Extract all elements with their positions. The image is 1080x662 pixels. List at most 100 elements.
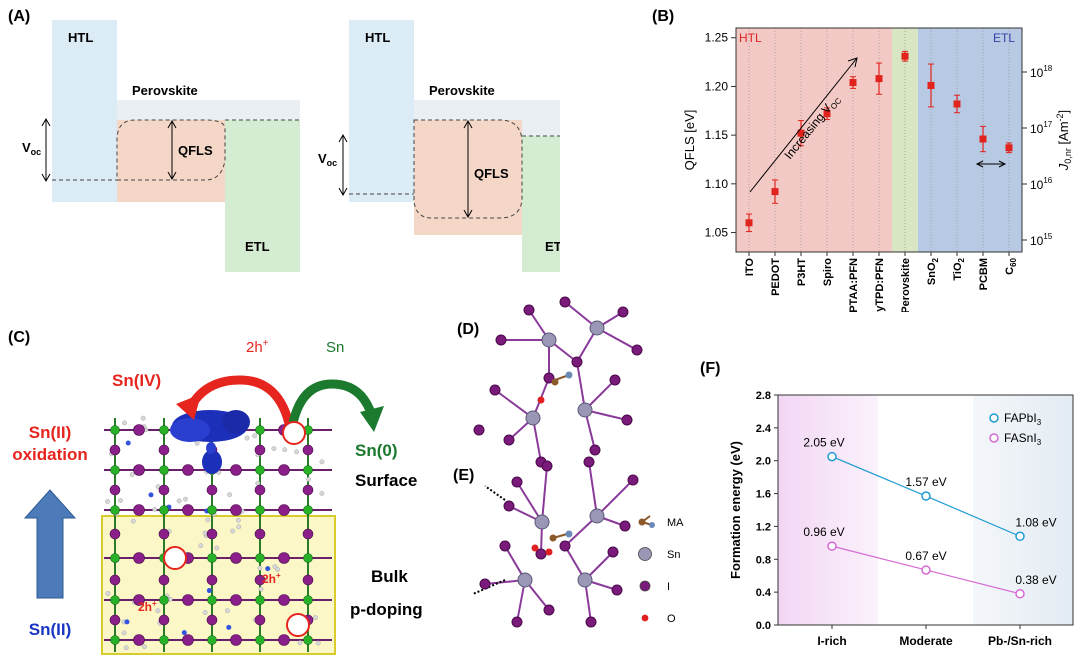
panel-f-letter: (F) xyxy=(700,360,720,377)
sn2-label: Sn(II) xyxy=(29,620,72,639)
data-point xyxy=(921,565,931,575)
hydrogen-atom xyxy=(319,459,325,465)
hydrogen-atom xyxy=(202,610,208,615)
iodine-atom xyxy=(109,614,121,626)
chart-f-ylabel: Formation energy (eV) xyxy=(728,441,743,579)
two-holes-label: 2h+ xyxy=(246,338,269,356)
sn-atom xyxy=(255,505,265,515)
hydrogen-atom xyxy=(257,565,263,571)
x-tick-text: Perovskite xyxy=(900,258,912,312)
iodine-atom xyxy=(543,372,555,384)
iodine-atom xyxy=(523,304,535,316)
iodine-atom xyxy=(278,634,290,646)
data-point xyxy=(1015,531,1025,542)
iodine-atom xyxy=(254,444,266,456)
chemical-bond xyxy=(541,465,548,523)
sn4-label: Sn(IV) xyxy=(112,371,161,390)
x-tick-label: C60 xyxy=(1004,257,1018,274)
sn-atom xyxy=(577,572,593,588)
iodine-atom xyxy=(254,614,266,626)
iodine-atom xyxy=(254,574,266,586)
sn-atom xyxy=(541,332,557,348)
legend-main: FASnI xyxy=(1004,431,1037,445)
x-tick-label: SnO2 xyxy=(926,257,940,285)
data-point xyxy=(921,491,931,501)
legend-ma-marker xyxy=(649,522,655,528)
y-tick-label: 1.25 xyxy=(705,31,729,45)
iodine-atom xyxy=(302,574,314,586)
nitrogen-atom xyxy=(265,566,271,572)
x-tick-subscript: 2 xyxy=(931,257,940,262)
hydrogen-atom xyxy=(130,518,136,524)
data-label: 1.08 eV xyxy=(1015,515,1056,529)
y-tick-label: 2.8 xyxy=(756,390,771,402)
right-tick-base: 10 xyxy=(1030,178,1044,192)
htl-block-right xyxy=(349,20,414,202)
legend-ma-marker xyxy=(638,518,646,526)
hydrogen-atom xyxy=(105,591,111,596)
chemical-bond xyxy=(596,479,634,517)
hydrogen-atom xyxy=(198,543,204,549)
sn-atom xyxy=(255,425,265,435)
iodine-atom xyxy=(206,528,218,540)
qfls-outline-left xyxy=(116,119,226,181)
hydrogen-atom xyxy=(252,433,257,439)
chart-b-y-ticks: 1.051.101.151.201.25 xyxy=(705,31,736,240)
sn-atom xyxy=(303,553,313,563)
hydrogen-atom xyxy=(202,530,208,536)
hydrogen-atom xyxy=(183,496,188,502)
panel-c: (C) Sn(IV) 2h+ Sn Sn(0) Sn(II) oxidation… xyxy=(0,318,445,657)
perovskite-label-right: Perovskite xyxy=(429,83,495,98)
voc-label-left: Voc xyxy=(22,140,41,157)
ma-nitrogen xyxy=(565,371,573,379)
data-point xyxy=(827,541,837,551)
sn2-oxidation-label-2: oxidation xyxy=(12,445,88,464)
iodine-atom xyxy=(254,528,266,540)
iodine-atom xyxy=(230,552,242,564)
iodine-atom xyxy=(206,614,218,626)
iodine-atom xyxy=(535,548,547,560)
structure-e xyxy=(472,456,639,628)
x-tick-label: P3HT xyxy=(796,258,808,286)
iodine-atom xyxy=(158,614,170,626)
nitrogen-atom xyxy=(206,588,212,594)
perovskite-label-left: Perovskite xyxy=(132,83,198,98)
iodine-atom xyxy=(109,484,121,496)
hydrogen-atom xyxy=(121,630,127,636)
y-tick-label: 1.05 xyxy=(705,226,729,240)
iodine-atom xyxy=(133,634,145,646)
nitrogen-atom xyxy=(148,492,154,498)
panel-d-letter: (D) xyxy=(457,321,479,338)
structure-d xyxy=(473,296,643,468)
ma-carbon xyxy=(551,378,559,386)
iodine-atom xyxy=(541,460,553,472)
right-tick-label: 1015 xyxy=(1030,232,1053,248)
sn-atom xyxy=(110,553,120,563)
iodine-atom xyxy=(133,504,145,516)
reduction-arrowhead xyxy=(360,406,384,432)
chemical-bond xyxy=(576,361,586,411)
voc-arrowheads-left xyxy=(41,117,51,183)
sn-label: Sn xyxy=(326,339,344,356)
hydrogen-atom xyxy=(167,596,173,602)
iodine-atom xyxy=(489,384,501,396)
iodine-atom xyxy=(559,540,571,552)
x-tick-text: P3HT xyxy=(796,258,808,286)
iodine-atom xyxy=(182,594,194,606)
iodine-atom xyxy=(278,464,290,476)
legend-marker xyxy=(639,580,651,592)
iodine-atom xyxy=(571,356,583,368)
sn-atom xyxy=(589,508,605,524)
chart-f-marks: 2.05 eV1.57 eV1.08 eV0.96 eV0.67 eV0.38 … xyxy=(803,436,1057,599)
hydrogen-atom xyxy=(255,480,261,486)
legend-label: O xyxy=(667,613,676,625)
iodine-atom xyxy=(278,594,290,606)
panel-a-diagram: (A) HTL Perovskite Voc QFLS ETL HTL Pero… xyxy=(8,8,597,272)
y-tick-label: 0.0 xyxy=(756,620,771,632)
oxidation-arrowhead xyxy=(176,394,201,420)
legend-marker xyxy=(989,413,999,423)
sn-atom xyxy=(255,553,265,563)
iodine-atom xyxy=(133,424,145,436)
